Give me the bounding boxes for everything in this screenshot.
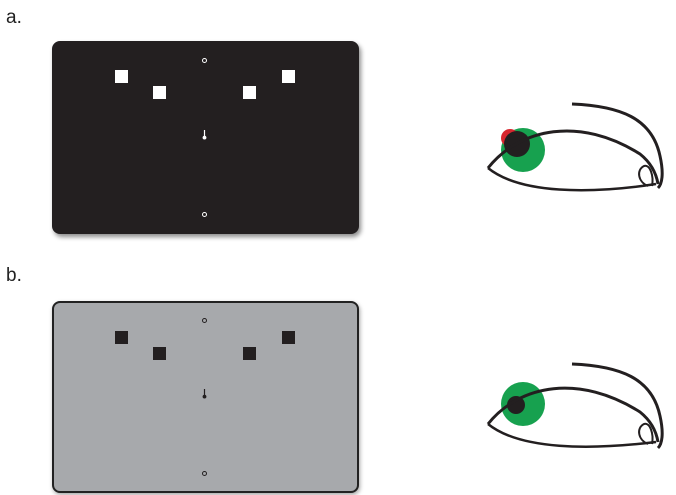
- bottom-marker-dot: [202, 212, 207, 217]
- stimulus-square: [153, 347, 166, 360]
- stimulus-square: [243, 86, 256, 99]
- panel-a-label: a.: [6, 8, 22, 27]
- upper-lid-crease: [572, 104, 662, 188]
- eye-illustration-b: [480, 356, 670, 466]
- fixation-marker: [202, 389, 207, 399]
- fixation-marker: [202, 130, 207, 140]
- stimulus-square: [282, 70, 295, 83]
- stimulus-square: [115, 70, 128, 83]
- tear-duct: [639, 166, 652, 186]
- stimulus-square: [153, 86, 166, 99]
- stimulus-square: [243, 347, 256, 360]
- tear-duct: [639, 424, 652, 444]
- panel-b-label: b.: [6, 266, 22, 285]
- stimulus-square: [115, 331, 128, 344]
- upper-lid-crease: [572, 364, 662, 448]
- eye-illustration-a: [480, 96, 670, 206]
- bottom-marker-dot: [202, 471, 207, 476]
- top-marker-dot: [202, 318, 207, 323]
- lower-eyelid: [488, 424, 656, 447]
- stimulus-square: [282, 331, 295, 344]
- top-marker-dot: [202, 58, 207, 63]
- stimulus-screen-b: [52, 301, 359, 493]
- stimulus-screen-a: [52, 41, 359, 234]
- lower-eyelid: [488, 168, 656, 190]
